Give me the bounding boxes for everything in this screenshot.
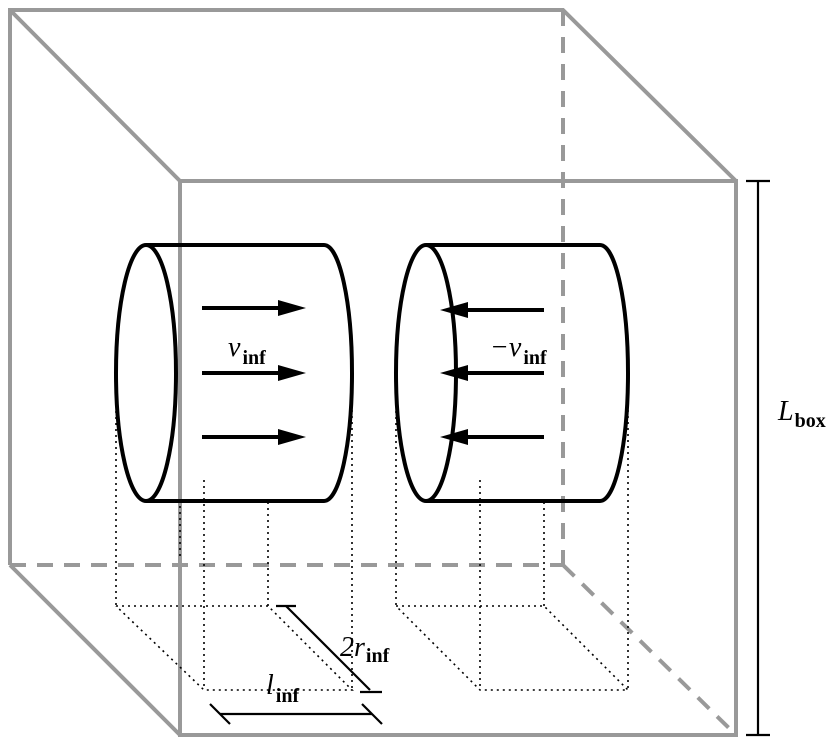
arrow-right-head (278, 300, 306, 316)
box-back-top-left-edges (8, 8, 738, 565)
arrow-right-head (278, 429, 306, 445)
arrow-right-head (278, 365, 306, 381)
length-tick-left (209, 703, 231, 725)
left-velocity-arrows (202, 300, 306, 445)
right-cylinder-back-face (599, 243, 630, 503)
arrow-left-head (440, 429, 468, 445)
radius-dimension: 2rinf (276, 604, 390, 694)
right-footprint (395, 605, 630, 691)
length-tick-right (361, 703, 383, 725)
box-top-left-diagonal (8, 8, 182, 183)
box-visible-edges (8, 8, 738, 737)
right-velocity-arrows (440, 302, 544, 445)
radius-label: 2rinf (340, 632, 390, 667)
box-hidden-edges (10, 10, 738, 737)
radius-dimension-line (285, 605, 371, 691)
box-bottom-left-diagonal (8, 563, 182, 737)
l-box-label: Lbox (777, 396, 826, 432)
left-cylinder-front-face (114, 243, 178, 503)
arrow-left-head (440, 302, 468, 318)
l-box-dimension: Lbox (746, 179, 826, 737)
box-hidden-edge-diagonal (561, 563, 738, 737)
box-front-face (178, 179, 738, 737)
projection-lines (115, 375, 630, 691)
arrow-left-head (440, 365, 468, 381)
left-footprint (115, 605, 354, 691)
left-cylinder-back-face (323, 243, 354, 503)
